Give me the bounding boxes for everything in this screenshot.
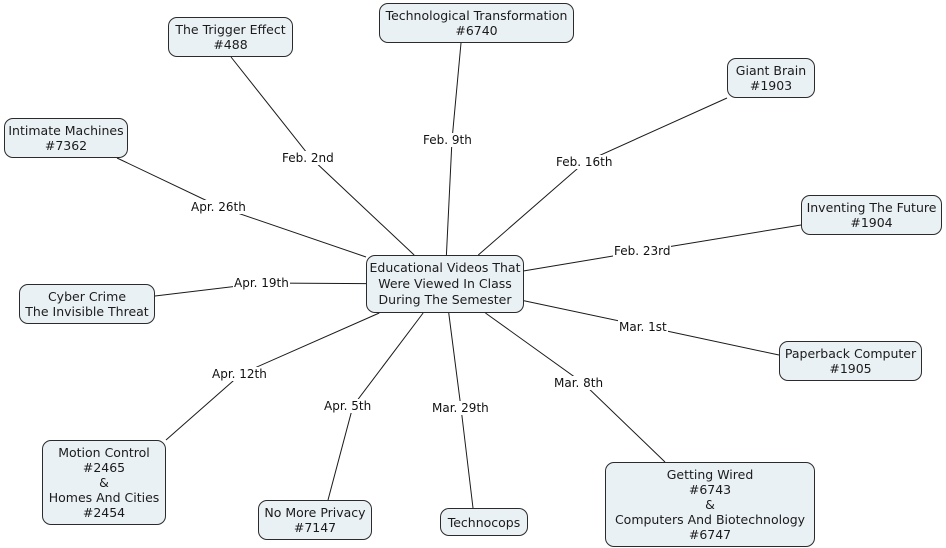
edge-label-intimate-machines: Apr. 26th: [190, 200, 247, 214]
node-getting-wired[interactable]: Getting Wired #6743 & Computers And Biot…: [605, 462, 815, 547]
edge-label-technological-transformation: Feb. 9th: [422, 133, 473, 147]
edge-label-technocops: Mar. 29th: [431, 401, 490, 415]
node-technocops[interactable]: Technocops: [440, 508, 528, 536]
edge-label-no-more-privacy: Apr. 5th: [323, 399, 373, 413]
node-paperback-computer[interactable]: Paperback Computer #1905: [779, 341, 922, 381]
node-inventing-the-future[interactable]: Inventing The Future #1904: [801, 195, 942, 235]
edge-label-cyber-crime: Apr. 19th: [233, 276, 290, 290]
node-motion-control[interactable]: Motion Control #2465 & Homes And Cities …: [42, 440, 166, 525]
edge-label-trigger-effect: Feb. 2nd: [281, 151, 335, 165]
edge-label-motion-control: Apr. 12th: [211, 367, 268, 381]
edge-label-inventing-the-future: Feb. 23rd: [613, 244, 672, 258]
edge-label-getting-wired: Mar. 8th: [553, 376, 605, 390]
edge-giant-brain: [477, 97, 728, 256]
node-giant-brain[interactable]: Giant Brain #1903: [727, 58, 815, 98]
edge-motion-control: [165, 312, 380, 441]
node-intimate-machines[interactable]: Intimate Machines #7362: [4, 118, 128, 158]
node-technological-transformation[interactable]: Technological Transformation #6740: [379, 3, 574, 43]
node-no-more-privacy[interactable]: No More Privacy #7147: [258, 500, 372, 540]
node-cyber-crime[interactable]: Cyber Crime The Invisible Threat: [19, 284, 155, 324]
edge-label-giant-brain: Feb. 16th: [555, 155, 614, 169]
edge-label-paperback-computer: Mar. 1st: [618, 320, 668, 334]
center-node[interactable]: Educational Videos That Were Viewed In C…: [366, 255, 524, 313]
edge-technological-transformation: [445, 42, 462, 256]
node-trigger-effect[interactable]: The Trigger Effect #488: [168, 17, 293, 57]
